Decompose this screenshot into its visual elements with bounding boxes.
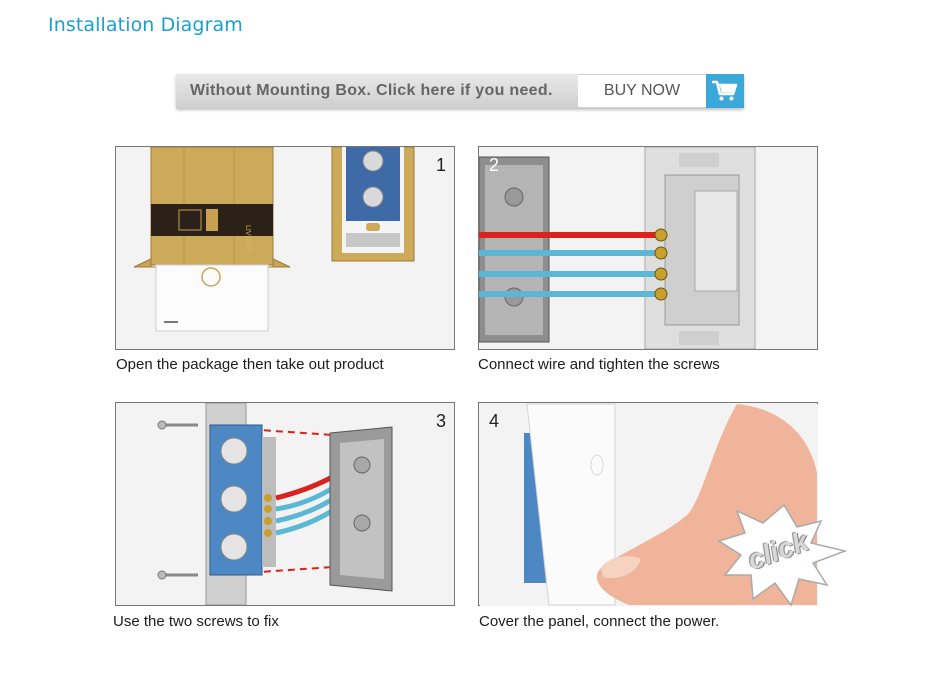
page-title: Installation Diagram [48, 14, 243, 36]
cart-button[interactable] [706, 74, 744, 108]
mounting-box-banner[interactable]: Without Mounting Box. Click here if you … [176, 74, 744, 108]
mounting-box-link[interactable]: Without Mounting Box. Click here if you … [176, 74, 578, 108]
step-3-number: 3 [436, 411, 447, 431]
step-1-panel: LIVOLO 1 [115, 146, 455, 350]
step-2-number: 2 [489, 155, 500, 175]
step-3-panel: 3 [115, 402, 455, 606]
step-2-panel: 2 [478, 146, 818, 350]
panel-cover-illustration [480, 403, 848, 607]
step-1-number: 1 [436, 155, 447, 175]
step-4-caption: Cover the panel, connect the power. [479, 613, 720, 630]
step-1-caption: Open the package then take out product [116, 356, 384, 373]
step-2-caption: Connect wire and tighten the screws [478, 356, 720, 373]
svg-text:LIVOLO: LIVOLO [244, 225, 251, 251]
shopping-cart-icon [712, 80, 738, 101]
step-4-panel: 4 click [478, 402, 848, 607]
mounting-illustration [157, 403, 393, 605]
buy-now-button[interactable]: BUY NOW [578, 74, 706, 108]
step-4-number: 4 [489, 411, 500, 431]
package-illustration: LIVOLO [133, 147, 415, 332]
click-badge [717, 503, 848, 607]
step-3-caption: Use the two screws to fix [113, 613, 279, 630]
wiring-illustration [479, 147, 756, 349]
